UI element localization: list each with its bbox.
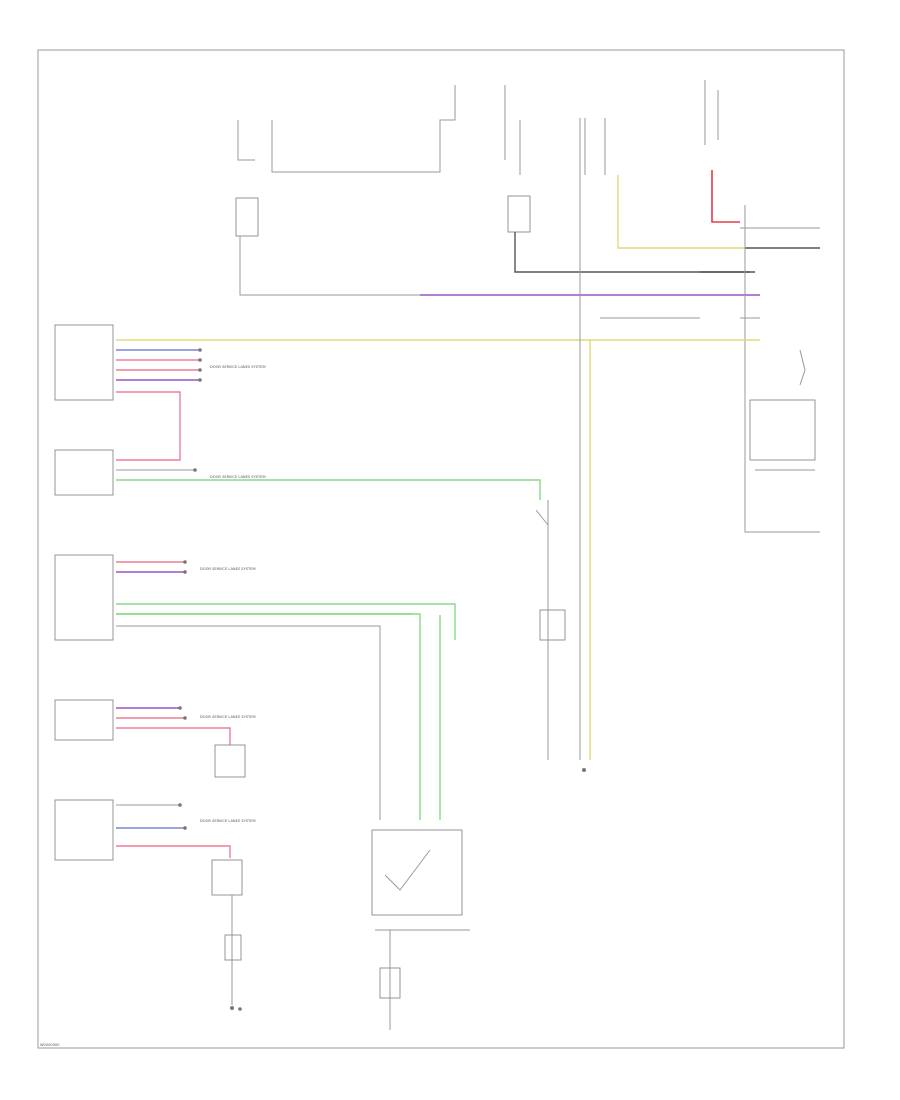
center-right-chain (535, 500, 586, 772)
top-left-fuse-block (235, 85, 456, 296)
left-module-3: DOOR SERVICE LANES SYSTEM (54, 554, 456, 820)
note-2: DOOR SERVICE LANES SYSTEM (210, 475, 266, 479)
top-center-fuse-block (504, 85, 750, 273)
top-right-fuse-block (704, 80, 740, 223)
left-module-2: DOOR SERVICE LANES SYSTEM (54, 449, 541, 500)
note-3: DOOR SERVICE LANES SYSTEM (200, 567, 256, 571)
left-module-4: DOOR SERVICE LANES SYSTEM (54, 699, 256, 778)
note-5: DOOR SERVICE LANES SYSTEM (200, 819, 256, 823)
left-module-1: DOOR SERVICE LANES SYSTEM (54, 324, 266, 461)
note-4: DOOR SERVICE LANES SYSTEM (200, 715, 256, 719)
right-side-module (749, 349, 816, 471)
note-1: DOOR SERVICE LANES SYSTEM (210, 365, 266, 369)
diagram-frame (37, 49, 845, 1049)
footer-code: W0000000 (40, 1043, 60, 1047)
bottom-left-ground (224, 895, 242, 1010)
bottom-center-switch (371, 829, 470, 1030)
left-module-5: DOOR SERVICE LANES SYSTEM (54, 799, 256, 896)
